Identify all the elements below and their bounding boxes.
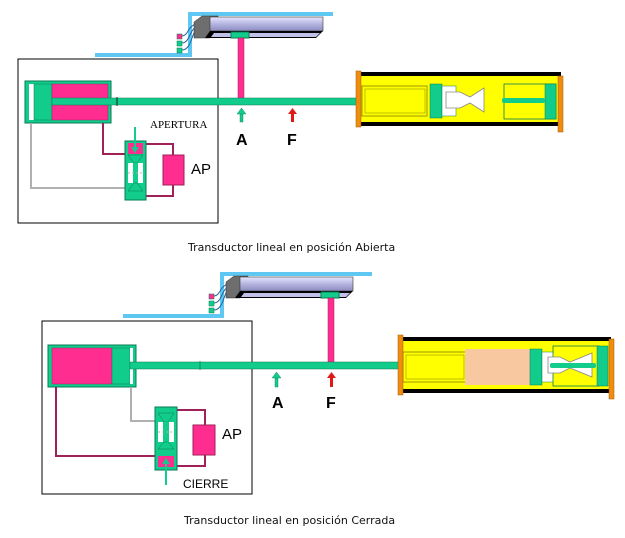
hydraulic-line <box>55 387 156 457</box>
marker-a-arrow <box>236 107 247 123</box>
transducer-body <box>239 276 354 292</box>
marker-f-arrow <box>327 372 336 387</box>
terminal-magenta <box>208 293 215 300</box>
diagram-closed <box>41 272 615 495</box>
flange-left <box>355 70 362 128</box>
actuator-piston-right <box>544 83 557 120</box>
piston <box>33 83 53 121</box>
main-stem <box>129 361 423 370</box>
accumulator-ap <box>162 154 185 186</box>
terminal-magenta <box>176 33 183 40</box>
slider-carriage <box>320 291 340 299</box>
main-stem <box>51 97 393 106</box>
accumulator-label: AP <box>222 426 243 443</box>
return-line <box>130 387 158 422</box>
control-box-frame <box>17 58 219 224</box>
marker-a-label: A <box>272 395 284 412</box>
actuator-piston <box>429 83 443 119</box>
marker-a-label: A <box>236 132 248 149</box>
flange-right <box>557 75 564 133</box>
control-box-frame <box>41 320 253 495</box>
state-label-apertura: APERTURA <box>149 119 209 131</box>
slider-rod <box>327 297 335 369</box>
marker-a-arrow <box>271 371 282 388</box>
terminal-green <box>176 40 183 47</box>
accumulator-ap <box>192 424 216 456</box>
return-line <box>30 123 126 189</box>
marker-f-label: F <box>326 395 336 412</box>
actuator-piston-right <box>596 345 609 387</box>
actuator-piston <box>529 348 543 386</box>
terminal-green <box>208 300 215 307</box>
caption-closed: Transductor lineal en posición Cerrada <box>184 514 396 527</box>
accumulator-label: AP <box>191 161 212 178</box>
transducer-body <box>209 16 324 32</box>
state-label-cierre: CIERRE <box>183 477 229 491</box>
valve-plug <box>445 87 485 113</box>
marker-f-label: F <box>287 132 297 149</box>
slider-carriage <box>230 31 250 39</box>
flange-left <box>397 334 404 396</box>
piston <box>111 347 131 385</box>
marker-f-arrow <box>288 108 297 122</box>
diagram-open <box>17 12 564 224</box>
chamber-magenta <box>51 347 113 385</box>
hydraulic-line <box>102 123 128 155</box>
flange-right <box>608 338 615 400</box>
terminal-green <box>208 307 215 314</box>
caption-open: Transductor lineal en posición Abierta <box>188 241 396 254</box>
terminal-green <box>176 47 183 54</box>
slider-rod <box>237 37 245 105</box>
